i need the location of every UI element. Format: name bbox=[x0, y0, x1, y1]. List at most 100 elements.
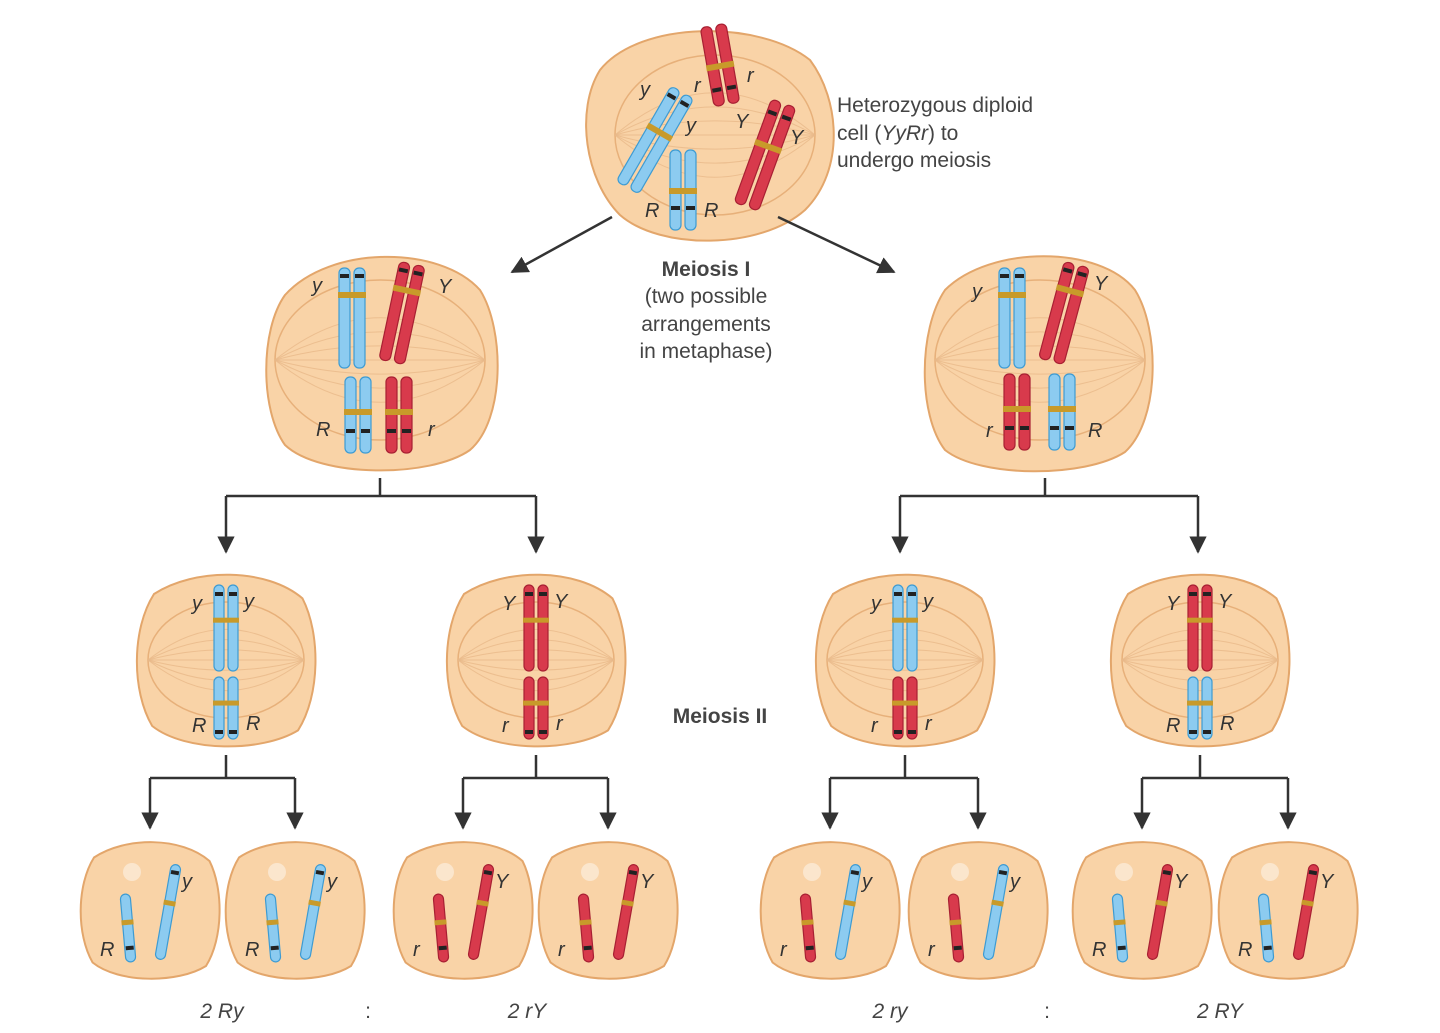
spindle-fiber bbox=[274, 345, 486, 361]
description-line-1: Heterozygous diploid bbox=[837, 94, 1033, 117]
spindle-fiber bbox=[147, 649, 305, 661]
allele-label: Y bbox=[790, 127, 805, 149]
spindle-fiber bbox=[147, 639, 305, 661]
gamete-cell: RY bbox=[1217, 841, 1359, 980]
allele-label: y bbox=[860, 871, 873, 893]
gamete-cell: rY bbox=[392, 841, 534, 980]
allele-label: y bbox=[325, 871, 338, 893]
blue-chromosome bbox=[1111, 893, 1129, 963]
spindle-fiber bbox=[826, 649, 984, 661]
spindle-fiber bbox=[457, 649, 615, 661]
spindle-fiber bbox=[826, 659, 984, 681]
meiosis2-title: Meiosis II bbox=[673, 705, 768, 728]
blue-chromosome bbox=[892, 584, 918, 672]
connectors-meiosis2 bbox=[141, 755, 1297, 830]
allele-label: r bbox=[871, 715, 879, 737]
allele-label: Y bbox=[1174, 871, 1189, 893]
allele-label: y bbox=[970, 281, 983, 303]
spindle-fiber bbox=[147, 659, 305, 681]
blue-chromosome bbox=[982, 864, 1010, 960]
spindle-fiber bbox=[457, 628, 615, 661]
spindle-fiber bbox=[934, 359, 1146, 389]
blue-chromosome bbox=[264, 893, 282, 963]
allele-label: r bbox=[556, 713, 564, 735]
blue-chromosome bbox=[213, 676, 239, 740]
red-chromosome bbox=[612, 864, 640, 960]
spindle-fiber bbox=[457, 659, 615, 692]
meiosis1-title: Meiosis I bbox=[662, 258, 751, 281]
gamete-cell: ry bbox=[907, 841, 1049, 980]
spindle-fiber bbox=[457, 639, 615, 661]
spindle-fiber bbox=[826, 639, 984, 661]
allele-label: r bbox=[986, 420, 994, 442]
description-line-3: undergo meiosis bbox=[837, 149, 991, 172]
allele-label: R bbox=[1238, 939, 1252, 961]
allele-label: y bbox=[1008, 871, 1021, 893]
allele-label: y bbox=[638, 79, 651, 101]
allele-label: R bbox=[100, 939, 114, 961]
allele-label: r bbox=[428, 419, 436, 441]
red-chromosome bbox=[577, 893, 595, 963]
allele-label: y bbox=[242, 591, 255, 613]
gamete-cell: ry bbox=[759, 841, 901, 980]
allele-label: r bbox=[747, 65, 755, 87]
meiosis1-subtitle-line-1: (two possible bbox=[645, 285, 768, 308]
ratio-separator: : bbox=[365, 1000, 371, 1023]
blue-chromosome bbox=[834, 864, 862, 960]
spindle-fiber bbox=[1121, 649, 1279, 661]
red-chromosome bbox=[1146, 864, 1174, 960]
spindle-fiber bbox=[826, 659, 984, 692]
allele-label: y bbox=[180, 871, 193, 893]
spindle-fiber bbox=[934, 359, 1146, 403]
allele-label: r bbox=[502, 715, 510, 737]
allele-label: R bbox=[245, 939, 259, 961]
allele-label: y bbox=[190, 593, 203, 615]
blue-chromosome bbox=[1187, 676, 1213, 740]
ratio-ry-upper: 2 RY bbox=[1196, 1000, 1245, 1023]
allele-label: Y bbox=[1094, 273, 1109, 295]
red-chromosome bbox=[523, 676, 549, 740]
spindle-fiber bbox=[274, 359, 486, 375]
allele-label: r bbox=[780, 939, 788, 961]
ratio-ry-lower: 2 ry bbox=[871, 1000, 909, 1023]
meiosis1-cell-left: y Y R r bbox=[265, 255, 499, 472]
spindle-fiber bbox=[934, 345, 1146, 361]
allele-label: y bbox=[921, 591, 934, 613]
spindle-fiber bbox=[457, 659, 615, 671]
allele-label: r bbox=[558, 939, 566, 961]
spindle-fiber bbox=[147, 659, 305, 671]
allele-label: Y bbox=[495, 871, 510, 893]
red-chromosome bbox=[947, 893, 965, 963]
spindle-fiber bbox=[826, 659, 984, 671]
allele-label: r bbox=[928, 939, 936, 961]
allele-label: y bbox=[684, 115, 697, 137]
meiosis1-subtitle-line-3: in metaphase) bbox=[639, 340, 772, 363]
allele-label: R bbox=[316, 419, 330, 441]
spindle-fiber bbox=[826, 628, 984, 661]
gamete-cell: RY bbox=[1071, 841, 1213, 980]
allele-label: r bbox=[413, 939, 421, 961]
spindle-fiber bbox=[274, 359, 486, 389]
red-chromosome bbox=[1292, 864, 1320, 960]
spindle-fiber bbox=[934, 317, 1146, 361]
red-chromosome bbox=[523, 584, 549, 672]
spindle-fiber bbox=[274, 331, 486, 361]
allele-label: Y bbox=[1218, 591, 1233, 613]
red-chromosome bbox=[892, 676, 918, 740]
top-cell-description: Heterozygous diploid cell (YyRr) to unde… bbox=[837, 94, 1033, 172]
red-chromosome bbox=[1187, 584, 1213, 672]
gamete-cell: rY bbox=[537, 841, 679, 980]
spindle-fiber bbox=[934, 359, 1146, 375]
meiosis1-label: Meiosis I (two possible arrangements in … bbox=[639, 258, 772, 363]
blue-chromosome bbox=[119, 893, 137, 963]
blue-chromosome bbox=[213, 584, 239, 672]
allele-label: R bbox=[1166, 715, 1180, 737]
spindle-fiber bbox=[1121, 659, 1279, 681]
allele-label: R bbox=[1220, 713, 1234, 735]
allele-label: Y bbox=[640, 871, 655, 893]
allele-label: R bbox=[704, 200, 718, 222]
ratio-separator: : bbox=[1044, 1000, 1050, 1023]
